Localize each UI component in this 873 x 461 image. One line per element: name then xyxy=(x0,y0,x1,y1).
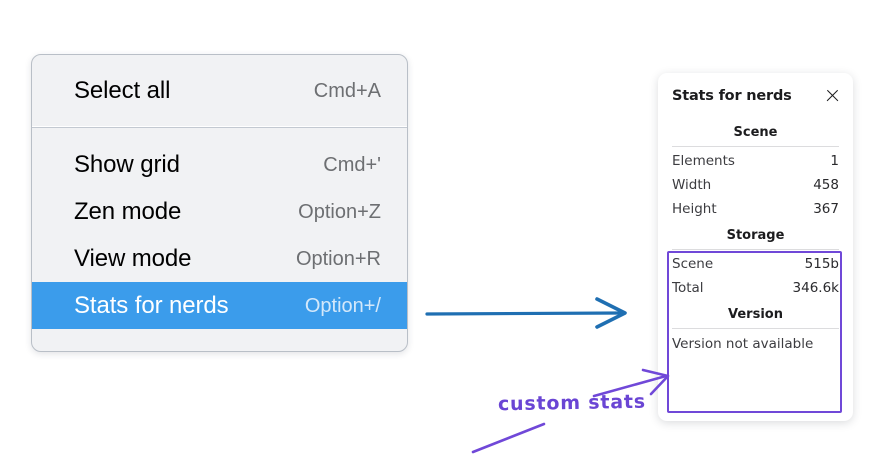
row-key: Elements xyxy=(672,153,735,169)
section-divider xyxy=(672,328,839,329)
menu-item-stats-for-nerds[interactable]: Stats for nerds Option+/ xyxy=(32,282,407,329)
menu-item-label: Zen mode xyxy=(74,197,182,225)
section-divider xyxy=(672,249,839,250)
row-key: Scene xyxy=(672,256,714,272)
stats-section-scene: Scene Elements 1 Width 458 Height 367 xyxy=(668,118,843,221)
menu-item-label: View mode xyxy=(74,244,192,272)
menu-item-zen-mode[interactable]: Zen mode Option+Z xyxy=(32,188,407,235)
row-value: 458 xyxy=(813,177,839,193)
menu-group-1: Select all Cmd+A xyxy=(32,55,407,126)
table-row: Width 458 xyxy=(668,173,843,197)
table-row: Elements 1 xyxy=(668,149,843,173)
menu-item-shortcut: Option+Z xyxy=(298,200,381,223)
row-key: Height xyxy=(672,201,717,217)
menu-item-select-all[interactable]: Select all Cmd+A xyxy=(32,67,407,114)
row-key: Total xyxy=(672,280,704,296)
menu-item-label: Show grid xyxy=(74,150,180,178)
menu-item-label: Stats for nerds xyxy=(74,291,229,319)
menu-item-show-grid[interactable]: Show grid Cmd+' xyxy=(32,141,407,188)
table-row: Height 367 xyxy=(668,197,843,221)
menu-item-shortcut: Option+/ xyxy=(304,294,381,317)
table-row: Scene 515b xyxy=(668,252,843,276)
stats-panel-header: Stats for nerds xyxy=(668,73,843,118)
menu-group-2: Show grid Cmd+' Zen mode Option+Z View m… xyxy=(32,128,407,337)
close-icon[interactable] xyxy=(824,87,841,104)
row-value: 515b xyxy=(804,256,839,272)
section-divider xyxy=(672,146,839,147)
menu-item-shortcut: Option+R xyxy=(295,247,381,270)
stats-section-version: Version Version not available xyxy=(668,300,843,356)
menu-item-shortcut: Cmd+' xyxy=(323,153,381,176)
menu-separator xyxy=(32,126,407,128)
row-value: 346.6k xyxy=(792,280,839,296)
section-heading: Storage xyxy=(726,228,785,243)
menu-item-shortcut: Cmd+A xyxy=(313,79,381,102)
menu-item-view-mode[interactable]: View mode Option+R xyxy=(32,235,407,282)
stats-section-storage: Storage Scene 515b Total 346.6k xyxy=(668,221,843,300)
stats-for-nerds-panel: Stats for nerds Scene Elements 1 Width 4… xyxy=(658,73,853,421)
context-menu[interactable]: Select all Cmd+A Show grid Cmd+' Zen mod… xyxy=(31,54,408,352)
menu-item-label: Select all xyxy=(74,76,171,104)
row-value: 367 xyxy=(813,201,839,217)
section-heading: Version xyxy=(728,307,783,322)
version-status-text: Version not available xyxy=(672,336,814,352)
row-value: 1 xyxy=(830,153,839,169)
line-stroke xyxy=(471,422,546,454)
section-heading: Scene xyxy=(733,125,778,140)
annotation-label-custom-stats: custom stats xyxy=(497,390,647,416)
table-row: Total 346.6k xyxy=(668,276,843,300)
arrow-right-icon xyxy=(425,297,627,329)
row-key: Width xyxy=(672,177,712,193)
stats-panel-title: Stats for nerds xyxy=(672,87,792,104)
